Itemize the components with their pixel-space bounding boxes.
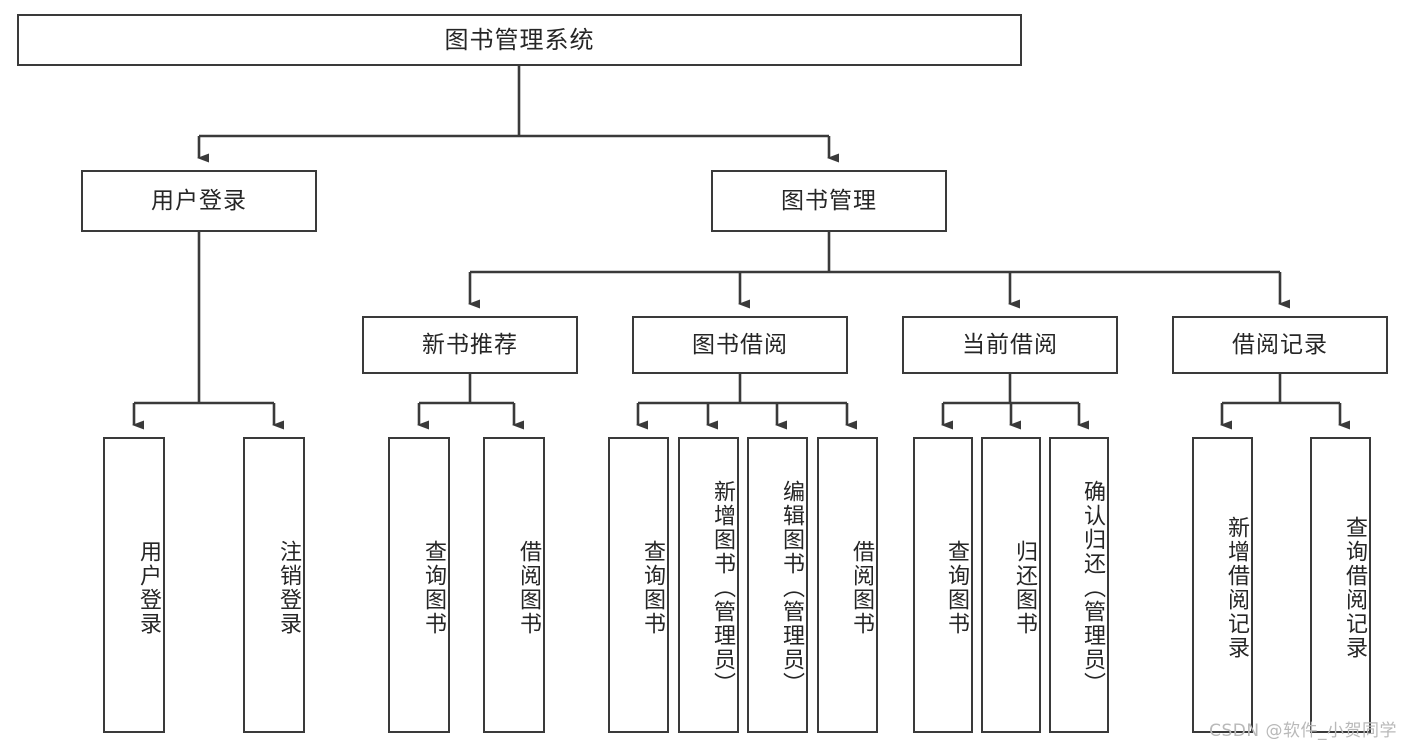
- node-label: 查询借阅记录: [1342, 516, 1367, 660]
- leaf-query-book-current[interactable]: 查询图书: [913, 437, 973, 733]
- node-label: 查询图书: [640, 540, 665, 636]
- node-label: 归还图书: [1012, 540, 1037, 636]
- leaf-query-borrow-record[interactable]: 查询借阅记录: [1310, 437, 1371, 733]
- leaf-add-book-admin[interactable]: 新增图书（管理员）: [678, 437, 739, 733]
- node-new-book-recommend[interactable]: 新书推荐: [362, 316, 578, 374]
- node-label: 图书管理系统: [444, 26, 595, 54]
- leaf-return-book[interactable]: 归还图书: [981, 437, 1041, 733]
- node-label: 查询图书: [944, 540, 969, 636]
- node-label: 用户登录: [151, 187, 247, 214]
- leaf-query-book-borrow[interactable]: 查询图书: [608, 437, 669, 733]
- node-user-login[interactable]: 用户登录: [81, 170, 317, 232]
- node-label: 注销登录: [276, 540, 301, 636]
- leaf-add-borrow-record[interactable]: 新增借阅记录: [1192, 437, 1253, 733]
- leaf-user-logout-action[interactable]: 注销登录: [243, 437, 305, 733]
- leaf-confirm-return-admin[interactable]: 确认归还（管理员）: [1049, 437, 1109, 733]
- node-label: 当前借阅: [962, 331, 1058, 358]
- node-label: 确认归还（管理员）: [1080, 480, 1105, 696]
- leaf-user-login-action[interactable]: 用户登录: [103, 437, 165, 733]
- leaf-edit-book-admin[interactable]: 编辑图书（管理员）: [747, 437, 808, 733]
- node-label: 图书借阅: [692, 331, 788, 358]
- node-label: 借阅记录: [1232, 331, 1328, 358]
- node-book-management[interactable]: 图书管理: [711, 170, 947, 232]
- node-label: 新书推荐: [422, 331, 518, 358]
- node-label: 查询图书: [421, 540, 446, 636]
- node-label: 借阅图书: [849, 540, 874, 636]
- leaf-borrow-book-action[interactable]: 借阅图书: [817, 437, 878, 733]
- node-label: 用户登录: [136, 540, 161, 636]
- node-label: 新增图书（管理员）: [710, 480, 735, 696]
- node-label: 新增借阅记录: [1224, 516, 1249, 660]
- node-book-borrow[interactable]: 图书借阅: [632, 316, 848, 374]
- node-label: 图书管理: [781, 187, 877, 214]
- node-label: 借阅图书: [516, 540, 541, 636]
- csdn-watermark: CSDN @软件_小贺同学: [1209, 721, 1397, 741]
- node-root[interactable]: 图书管理系统: [17, 14, 1022, 66]
- leaf-borrow-book-recommend[interactable]: 借阅图书: [483, 437, 545, 733]
- node-current-borrow[interactable]: 当前借阅: [902, 316, 1118, 374]
- leaf-query-book-recommend[interactable]: 查询图书: [388, 437, 450, 733]
- node-borrow-record[interactable]: 借阅记录: [1172, 316, 1388, 374]
- node-label: 编辑图书（管理员）: [779, 480, 804, 696]
